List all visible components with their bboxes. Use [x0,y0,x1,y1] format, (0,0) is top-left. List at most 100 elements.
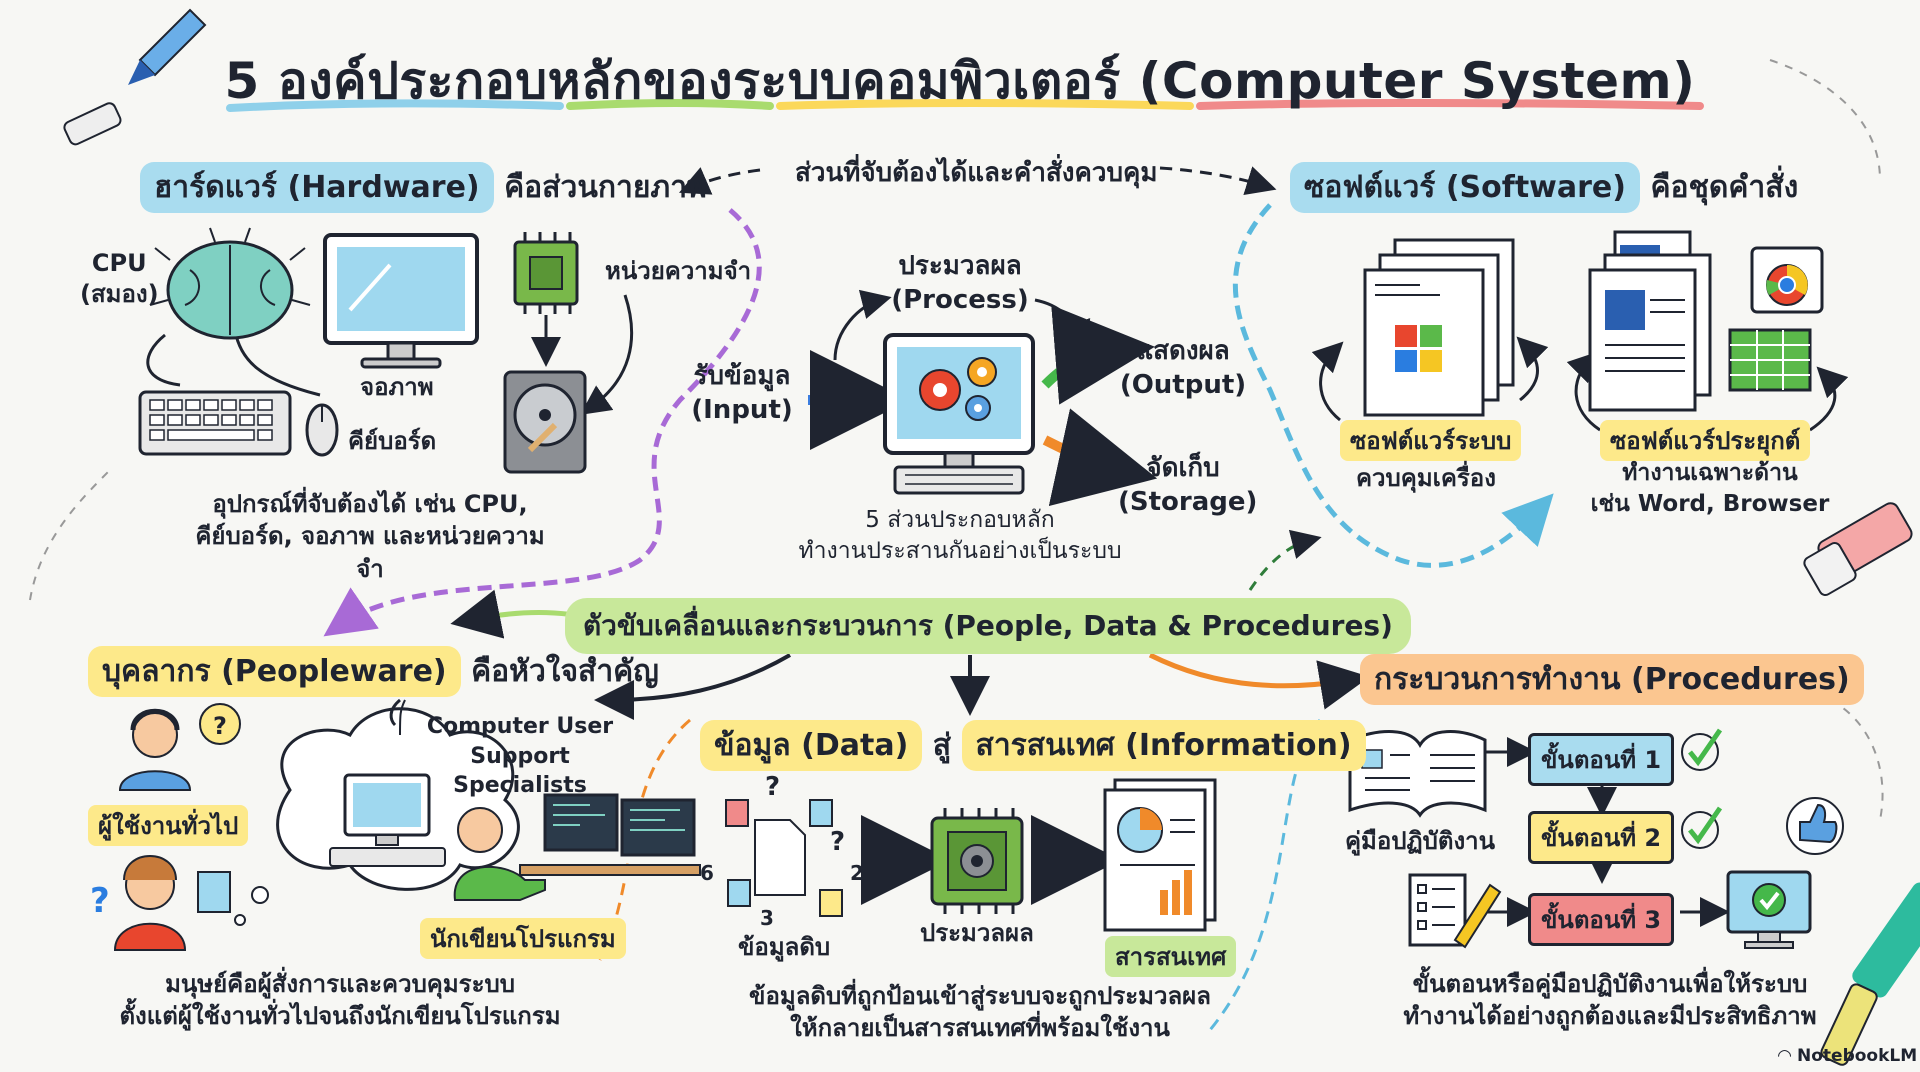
cloud-tail [389,698,402,727]
arrow-to-hardware [678,167,761,195]
monitor-label: จอภาพ [360,373,434,401]
question-bubble-icon-1: ? [199,703,241,745]
arrow-to-software [1159,166,1277,195]
hardware-caption: อุปกรณ์ที่จับต้องได้ เช่น CPU, คีย์บอร์ด… [195,490,545,583]
step-1-box: ขั้นตอนที่ 1 [1528,733,1675,786]
data-right-dash [1208,719,1322,1031]
storage-label: จัดเก็บ (Storage) [1118,453,1258,517]
thumbs-up-bubble-icon [1786,797,1844,855]
people-heading-suffix: คือหัวใจสำคัญ [471,654,659,689]
svg-text:2: 2 [850,861,864,885]
check-icon-2 [1681,806,1723,849]
memory-label: หน่วยความจำ [605,257,752,285]
center-caption: 5 ส่วนประกอบหลัก ทำงานประสานกันอย่างเป็น… [798,507,1122,565]
data-heading-a: ข้อมูล (Data) [700,720,923,771]
cloud-pointer [399,699,406,736]
software-left-loop [1311,341,1344,422]
checklist-pencil-icon [1408,873,1502,949]
check-icon-1 [1681,728,1723,771]
center-computer-icon [883,333,1035,495]
data-heading-mid: สู่ [932,728,952,763]
title-underline-yellow [776,99,1194,110]
title-underline-red [1196,99,1704,110]
svg-text:?: ? [213,712,227,740]
keyboard-label: คีย์บอร์ด [348,427,437,455]
svg-text:?: ? [830,827,845,857]
watermark: ◠ NotebookLM [1778,1046,1917,1066]
general-user-tag: ผู้ใช้งานทั่วไป [88,805,249,846]
system-software-desc: ควบคุมเครื่อง [1356,464,1496,492]
process-label: ประมวลผล (Process) [891,251,1029,315]
people-caption: มนุษย์คือผู้สั่งการและควบคุมระบบ ตั้งแต่… [119,970,561,1031]
procedures-heading-highlight: กระบวนการทำงาน (Procedures) [1360,654,1864,705]
software-heading-suffix: คือชุดคำสั่ง [1650,170,1799,205]
programmer-tag-text: นักเขียนโปรแกรม [420,918,626,959]
system-software-icon [1363,238,1515,417]
programmer-icon [453,793,701,901]
top-connector-label: ส่วนที่จับต้องได้และคำสั่งควบคุม [795,158,1158,188]
hardware-heading-suffix: คือส่วนกายภาพ [504,170,707,205]
system-software-tag-text: ซอฟต์แวร์ระบบ [1340,420,1522,461]
banner-arrow-people [594,653,792,720]
keyboard-icon [138,390,292,456]
support-specialists-label: Computer User Support Specialists [426,714,614,799]
watermark-text: NotebookLM [1797,1046,1918,1066]
mouse-wire [233,329,321,397]
step-3-box: ขั้นตอนที่ 3 [1528,893,1675,946]
information-tag-text: สารสนเทศ [1105,936,1237,977]
information-report-icon [1103,778,1217,932]
processor-chip-icon [930,808,1024,914]
software-right-loop-a [1566,351,1601,432]
application-software-desc: ทำงานเฉพาะด้าน เช่น Word, Browser [1590,460,1830,518]
raw-data-label: ข้อมูลดิบ [738,933,831,961]
data-heading: ข้อมูล (Data) สู่ สารสนเทศ (Information) [700,720,1366,771]
green-dash-arrow [1248,529,1322,591]
general-user-tag-text: ผู้ใช้งานทั่วไป [88,805,249,846]
highlighter-icon [1852,882,1920,998]
svg-text:3: 3 [760,906,774,930]
middle-banner: ตัวขับเคลื่อนและกระบวนการ (People, Data … [565,598,1411,654]
manual-book-icon [1348,730,1487,818]
eraser-icon [63,102,122,146]
brain-icon [149,227,311,340]
hardware-heading: ฮาร์ดแวร์ (Hardware) คือส่วนกายภาพ [140,162,707,213]
software-heading-highlight: ซอฟต์แวร์ (Software) [1290,162,1640,213]
application-software-icon [1588,230,1824,412]
manual-label: คู่มือปฏิบัติงาน [1345,827,1496,855]
general-user-woman-icon [113,855,231,951]
output-label: แสดงผล (Output) [1119,336,1247,400]
monitor-icon [323,233,479,369]
data-heading-b: สารสนเทศ (Information) [961,720,1366,771]
svg-text:6: 6 [700,861,714,885]
data-process-label: ประมวลผล [920,919,1034,947]
banner-arrow-procedures [1148,652,1370,710]
arrow-output-green [1041,304,1155,405]
cloud-bubble-1 [251,886,269,904]
success-monitor-icon [1726,870,1812,949]
doodle-right [1769,59,1881,181]
eraser-right-icon [1803,502,1913,596]
doodle-left [29,469,111,601]
cpu-label: CPU (สมอง) [80,249,159,309]
raw-data-icon: ? ? 3 6 2 [700,772,864,930]
data-caption: ข้อมูลดิบที่ถูกป้อนเข้าสู่ระบบจะถูกประมว… [749,982,1211,1043]
system-software-tag: ซอฟต์แวร์ระบบ [1340,420,1522,461]
marker-icon [1820,983,1878,1066]
step-2-box: ขั้นตอนที่ 2 [1528,811,1675,864]
people-heading-highlight: บุคลากร (Peopleware) [88,646,461,697]
watermark-logo-icon: ◠ [1778,1046,1797,1066]
hardware-heading-highlight: ฮาร์ดแวร์ (Hardware) [140,162,494,213]
input-label: รับข้อมูล (Input) [691,361,793,425]
support-agent-icon [118,708,192,791]
memory-loop-arrow [580,294,633,415]
cloud-computer-icon [329,773,446,867]
question-mark-icon: ? [90,881,110,921]
people-heading: บุคลากร (Peopleware) คือหัวใจสำคัญ [88,646,659,697]
information-tag: สารสนเทศ [1105,936,1237,977]
cpu-wire [146,333,181,387]
application-software-tag-text: ซอฟต์แวร์ประยุกต์ [1600,420,1811,461]
procedures-heading: กระบวนการทำงาน (Procedures) [1360,654,1864,705]
hard-drive-icon [503,370,587,474]
procedures-caption: ขั้นตอนหรือคู่มือปฏิบัติงานเพื่อให้ระบบ … [1403,970,1817,1031]
